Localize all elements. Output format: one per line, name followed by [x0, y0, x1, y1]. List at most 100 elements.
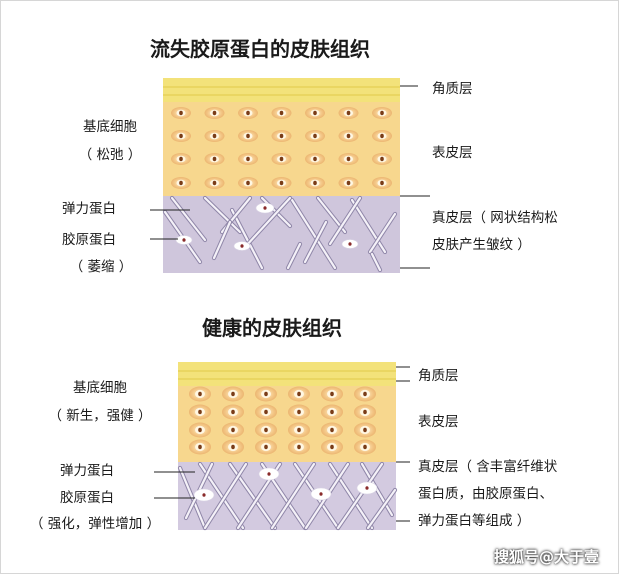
cell-nucleus	[179, 133, 183, 139]
cell-nucleus	[330, 409, 334, 415]
basal-cell	[271, 153, 292, 165]
basal-cell	[271, 107, 292, 119]
cell-nucleus	[279, 110, 284, 116]
cell-nucleus	[330, 391, 334, 397]
basal-cell	[354, 386, 376, 402]
cell-nucleus	[313, 180, 317, 186]
basal-cell	[238, 130, 258, 142]
dermis-cell-nucleus	[240, 244, 244, 248]
basal-cell	[305, 107, 325, 119]
fiber	[270, 462, 316, 530]
top-label-dermis-line2: 皮肤产生皱纹 ）	[432, 237, 531, 253]
watermark: 搜狐号@大于壹	[494, 548, 600, 566]
basal-cell	[354, 439, 376, 455]
fiber	[290, 198, 337, 270]
basal-cell	[338, 177, 359, 189]
basal-cell	[288, 404, 310, 420]
top-basal-cells	[171, 107, 392, 189]
basal-cell	[271, 130, 292, 142]
top-label-basal-state: （ 松弛 ）	[78, 147, 142, 163]
cell-nucleus	[179, 180, 183, 186]
basal-cell	[305, 153, 325, 165]
top-label-collagen: 胶原蛋白	[62, 232, 116, 248]
bottom-label-epidermis: 表皮层	[418, 414, 459, 430]
dermis-cell	[193, 488, 215, 502]
basal-cell	[372, 177, 392, 189]
cell-nucleus	[231, 409, 235, 415]
cell-nucleus	[231, 391, 235, 397]
fiber	[368, 212, 397, 254]
cell-nucleus	[380, 133, 384, 139]
basal-cell	[189, 386, 211, 402]
bottom-leader-lines	[154, 366, 410, 522]
dermis-cell	[310, 487, 332, 501]
fiber	[170, 196, 207, 242]
basal-cell	[222, 439, 244, 455]
cell-nucleus	[198, 444, 202, 450]
cell-nucleus	[313, 156, 317, 162]
basal-cell	[171, 107, 191, 119]
cell-nucleus	[264, 427, 268, 433]
top-leader-lines	[150, 85, 430, 269]
dermis-cell-nucleus	[182, 238, 186, 242]
cell-nucleus	[246, 133, 250, 139]
dermis-cell	[356, 481, 378, 495]
basal-cell	[238, 177, 258, 189]
cell-nucleus	[279, 156, 284, 162]
bottom-label-elastin: 弹力蛋白	[60, 463, 114, 479]
bottom-label-dermis-line2: 蛋白质，由胶原蛋白、	[418, 486, 553, 502]
cell-nucleus	[363, 409, 367, 415]
cell-nucleus	[179, 110, 183, 116]
bottom-diagram-title: 健康的皮肤组织	[202, 316, 342, 340]
cell-nucleus	[198, 391, 202, 397]
basal-cell	[189, 404, 211, 420]
dermis-cell-nucleus	[263, 206, 267, 210]
cell-nucleus	[313, 110, 317, 116]
basal-cell	[305, 177, 325, 189]
basal-cell	[255, 404, 277, 420]
cell-nucleus	[330, 444, 334, 450]
bottom-label-basal-cells: 基底细胞	[73, 380, 127, 396]
cell-nucleus	[246, 180, 250, 186]
cell-nucleus	[212, 180, 217, 186]
top-label-elastin: 弹力蛋白	[62, 201, 116, 217]
cell-nucleus	[297, 409, 301, 415]
fiber	[328, 462, 374, 530]
fiber	[203, 462, 248, 530]
cell-nucleus	[198, 409, 202, 415]
bottom-label-collagen-state: （ 强化，弹性增加 ）	[30, 516, 161, 532]
dermis-cell-nucleus	[319, 492, 323, 496]
bottom-label-dermis-line3: 弹力蛋白等组成 ）	[418, 513, 531, 529]
fiber	[230, 208, 264, 270]
cell-nucleus	[346, 180, 351, 186]
top-stratum-corneum	[163, 78, 400, 102]
fiber	[370, 252, 382, 272]
basal-cell	[321, 404, 343, 420]
basal-cell	[222, 404, 244, 420]
basal-cell	[338, 107, 359, 119]
fiber	[328, 196, 362, 246]
cell-nucleus	[363, 391, 367, 397]
cell-nucleus	[212, 110, 217, 116]
bottom-label-collagen: 胶原蛋白	[60, 490, 114, 506]
cell-nucleus	[231, 427, 235, 433]
basal-cell	[204, 153, 225, 165]
basal-cell	[255, 439, 277, 455]
cell-nucleus	[380, 180, 384, 186]
cell-nucleus	[264, 409, 268, 415]
basal-cell	[354, 404, 376, 420]
basal-cell	[288, 422, 310, 438]
cell-nucleus	[380, 110, 384, 116]
basal-cell	[238, 107, 258, 119]
cell-nucleus	[346, 110, 351, 116]
fiber	[244, 196, 292, 248]
cell-nucleus	[297, 444, 301, 450]
basal-cell	[372, 107, 392, 119]
dermis-cell-nucleus	[348, 242, 352, 246]
dermis-cell-nucleus	[202, 493, 206, 497]
basal-cell	[338, 153, 359, 165]
basal-cell	[171, 177, 191, 189]
cell-nucleus	[363, 444, 367, 450]
cell-nucleus	[246, 110, 250, 116]
